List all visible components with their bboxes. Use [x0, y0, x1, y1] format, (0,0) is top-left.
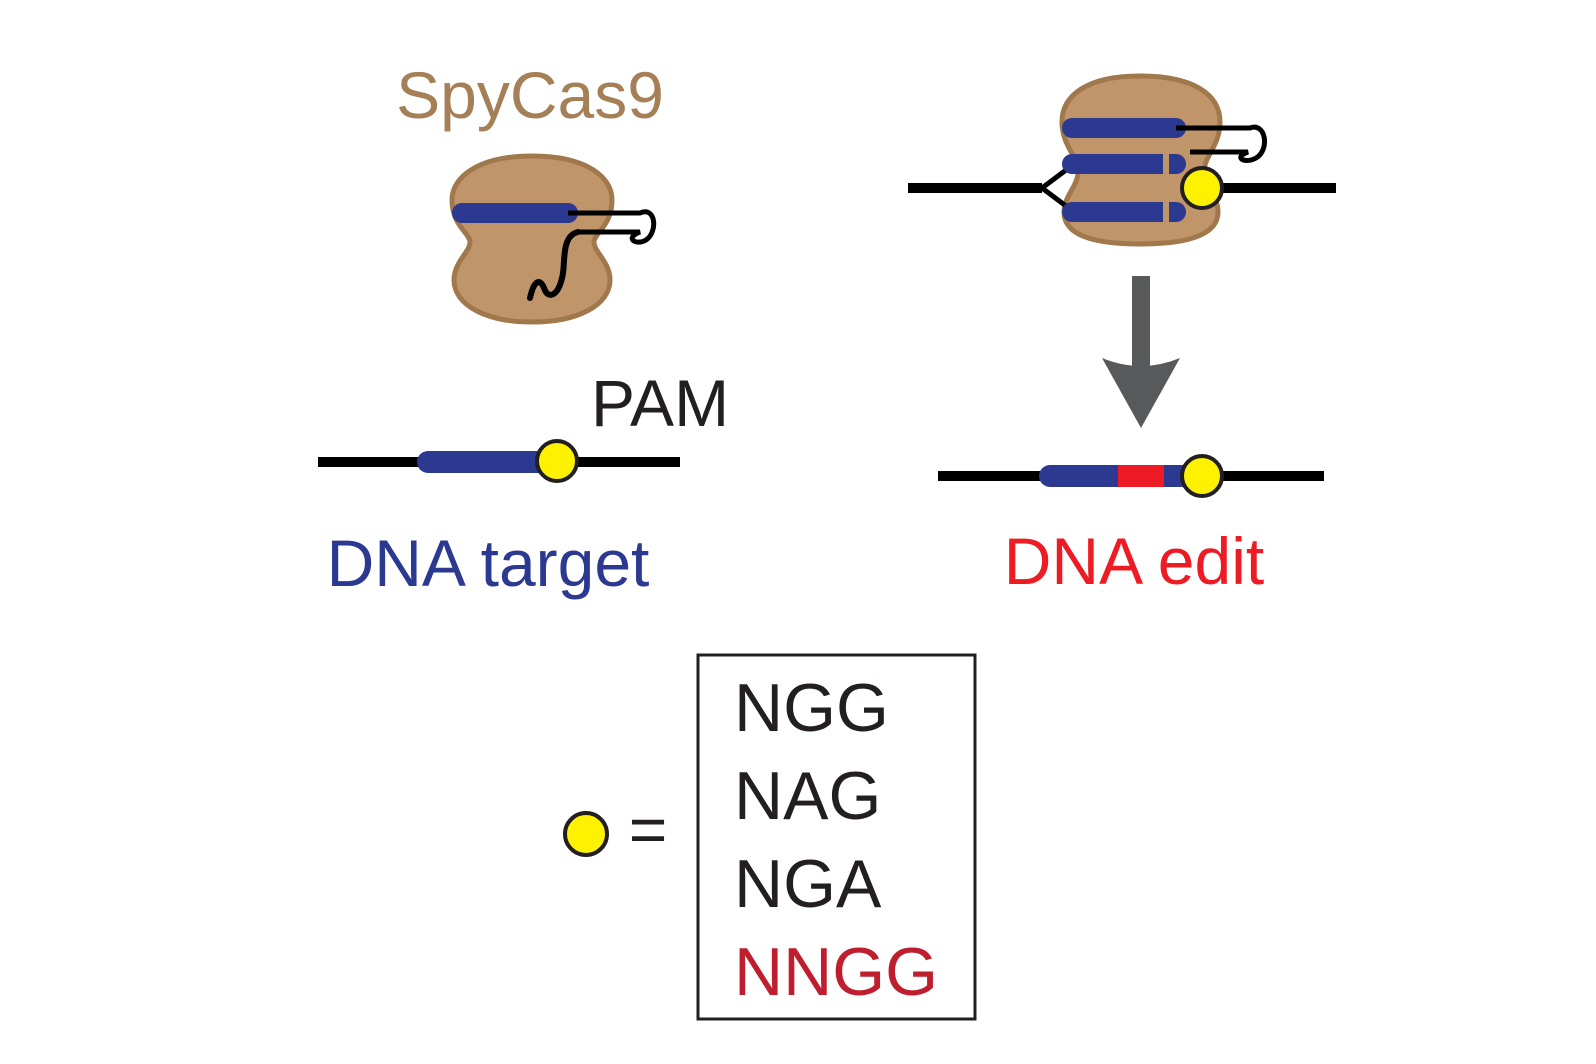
cas9-protein-apo — [449, 153, 657, 325]
pam-sequence-4: NNGG — [734, 934, 938, 1010]
dna-edit-strand — [938, 454, 1324, 498]
pam-site-bound — [1180, 166, 1224, 210]
pam-sequence-2: NAG — [734, 758, 881, 834]
pam-sequence-box — [696, 653, 977, 1021]
equals-sign: = — [629, 792, 668, 866]
down-arrow — [1102, 276, 1180, 428]
dna-target-label: DNA target — [327, 526, 650, 600]
guide-rna-tail — [527, 229, 581, 301]
pam-site-edit — [1180, 454, 1224, 498]
pam-sequence-1: NGG — [734, 670, 889, 746]
dna-target-strand — [318, 439, 680, 483]
dna-fork — [1037, 162, 1076, 214]
guide-rna-hairpin — [568, 209, 657, 245]
edit-region — [1118, 465, 1164, 487]
pam-site — [535, 439, 579, 483]
dna-edit-label: DNA edit — [1004, 524, 1264, 598]
cas9-dna-complex — [908, 73, 1336, 247]
pam-legend-symbol — [563, 811, 609, 857]
pam-label: PAM — [591, 366, 729, 440]
pam-sequence-3: NGA — [734, 846, 882, 922]
guide-rna-hairpin-bound — [1176, 124, 1267, 163]
protein-label: SpyCas9 — [396, 58, 664, 132]
